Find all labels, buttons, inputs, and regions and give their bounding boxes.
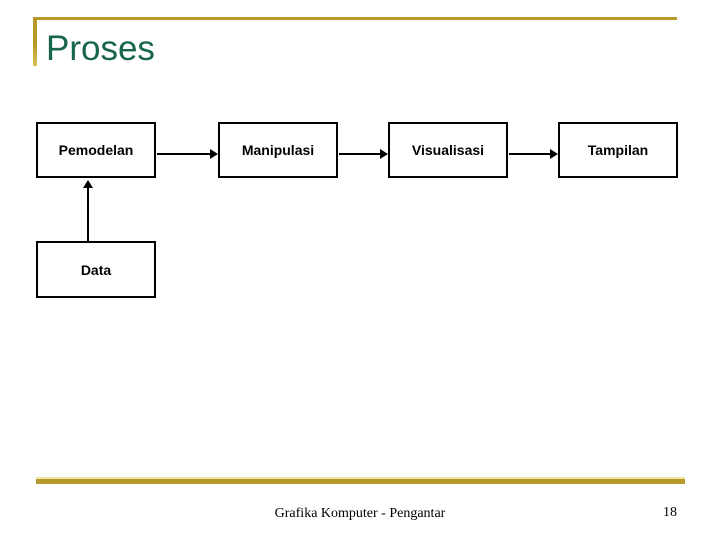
- process-box-label: Visualisasi: [411, 142, 485, 158]
- data-box-label: Data: [80, 261, 112, 278]
- process-box-label: Pemodelan: [58, 142, 134, 158]
- footer-gold-rule: [36, 479, 685, 484]
- page-number: 18: [663, 505, 677, 520]
- arrow-shaft: [87, 187, 89, 241]
- arrow-head-right-icon: [380, 149, 388, 159]
- arrow-visualisasi-to-tampilan: [509, 149, 558, 159]
- process-box-tampilan: Tampilan: [558, 122, 678, 178]
- process-box-label: Manipulasi: [241, 142, 315, 158]
- process-box-visualisasi: Visualisasi: [388, 122, 508, 178]
- title-accent-bar: [33, 17, 37, 66]
- process-box-pemodelan: Pemodelan: [36, 122, 156, 178]
- arrow-head-up-icon: [83, 180, 93, 188]
- footer-light-rule: [36, 477, 685, 479]
- arrow-data-to-pemodelan: [82, 180, 94, 241]
- process-box-manipulasi: Manipulasi: [218, 122, 338, 178]
- header-gold-rule: [33, 17, 677, 20]
- arrow-head-right-icon: [550, 149, 558, 159]
- arrow-shaft: [157, 153, 211, 155]
- arrow-shaft: [509, 153, 551, 155]
- arrow-head-right-icon: [210, 149, 218, 159]
- data-box: Data: [36, 241, 156, 298]
- arrow-shaft: [339, 153, 381, 155]
- arrow-pemodelan-to-manipulasi: [157, 149, 218, 159]
- arrow-manipulasi-to-visualisasi: [339, 149, 388, 159]
- footer-text: Grafika Komputer - Pengantar: [274, 506, 446, 521]
- slide-title: Proses: [46, 29, 155, 68]
- process-box-label: Tampilan: [587, 142, 649, 158]
